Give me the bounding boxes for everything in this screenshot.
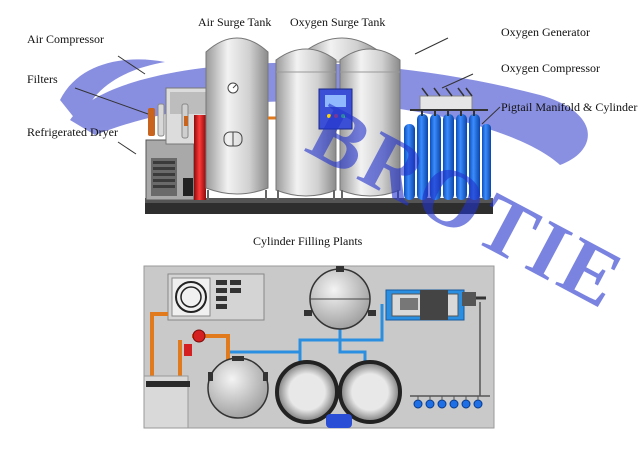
schematic-panel: [326, 414, 352, 428]
schematic-generator-1: [275, 360, 339, 424]
schematic-filter-1: [192, 329, 206, 343]
schematic-air-tank: [207, 356, 269, 419]
caption: Cylinder Filling Plants: [253, 234, 363, 248]
schematic: [143, 265, 495, 429]
label-filters: Filters: [27, 72, 58, 86]
schematic-pipe-blue: [230, 304, 384, 362]
air-surge-tank: [205, 37, 269, 200]
plant-illustration: [74, 37, 501, 214]
schematic-manifold: [410, 302, 490, 409]
label-oxygen-surge-tank: Oxygen Surge Tank: [290, 15, 386, 29]
leader-lines: [74, 37, 501, 155]
label-refrigerated-dryer: Refrigerated Dryer: [27, 125, 118, 139]
label-oxygen-generator: Oxygen Generator: [501, 25, 590, 39]
label-air-surge-tank: Air Surge Tank: [198, 15, 272, 29]
label-oxygen-compressor: Oxygen Compressor: [501, 61, 600, 75]
schematic-generator-2: [338, 360, 402, 424]
filters-unit: [148, 103, 189, 139]
schematic-oxygen-tank: [304, 266, 376, 330]
schematic-filter-2: [184, 344, 192, 356]
control-panel: [318, 88, 353, 130]
label-air-compressor: Air Compressor: [27, 32, 104, 46]
base-platform: [145, 202, 493, 214]
schematic-oxygen-compressor: [385, 289, 486, 321]
refrigerated-dryer-unit: [145, 139, 195, 201]
schematic-compressor: [167, 273, 265, 321]
red-filter-column: [194, 115, 206, 200]
oxygen-generator-tank-2: [339, 48, 401, 200]
label-pigtail-manifold: Pigtail Manifold & Cylinder: [501, 100, 638, 114]
cylinder-bank: [404, 109, 491, 200]
